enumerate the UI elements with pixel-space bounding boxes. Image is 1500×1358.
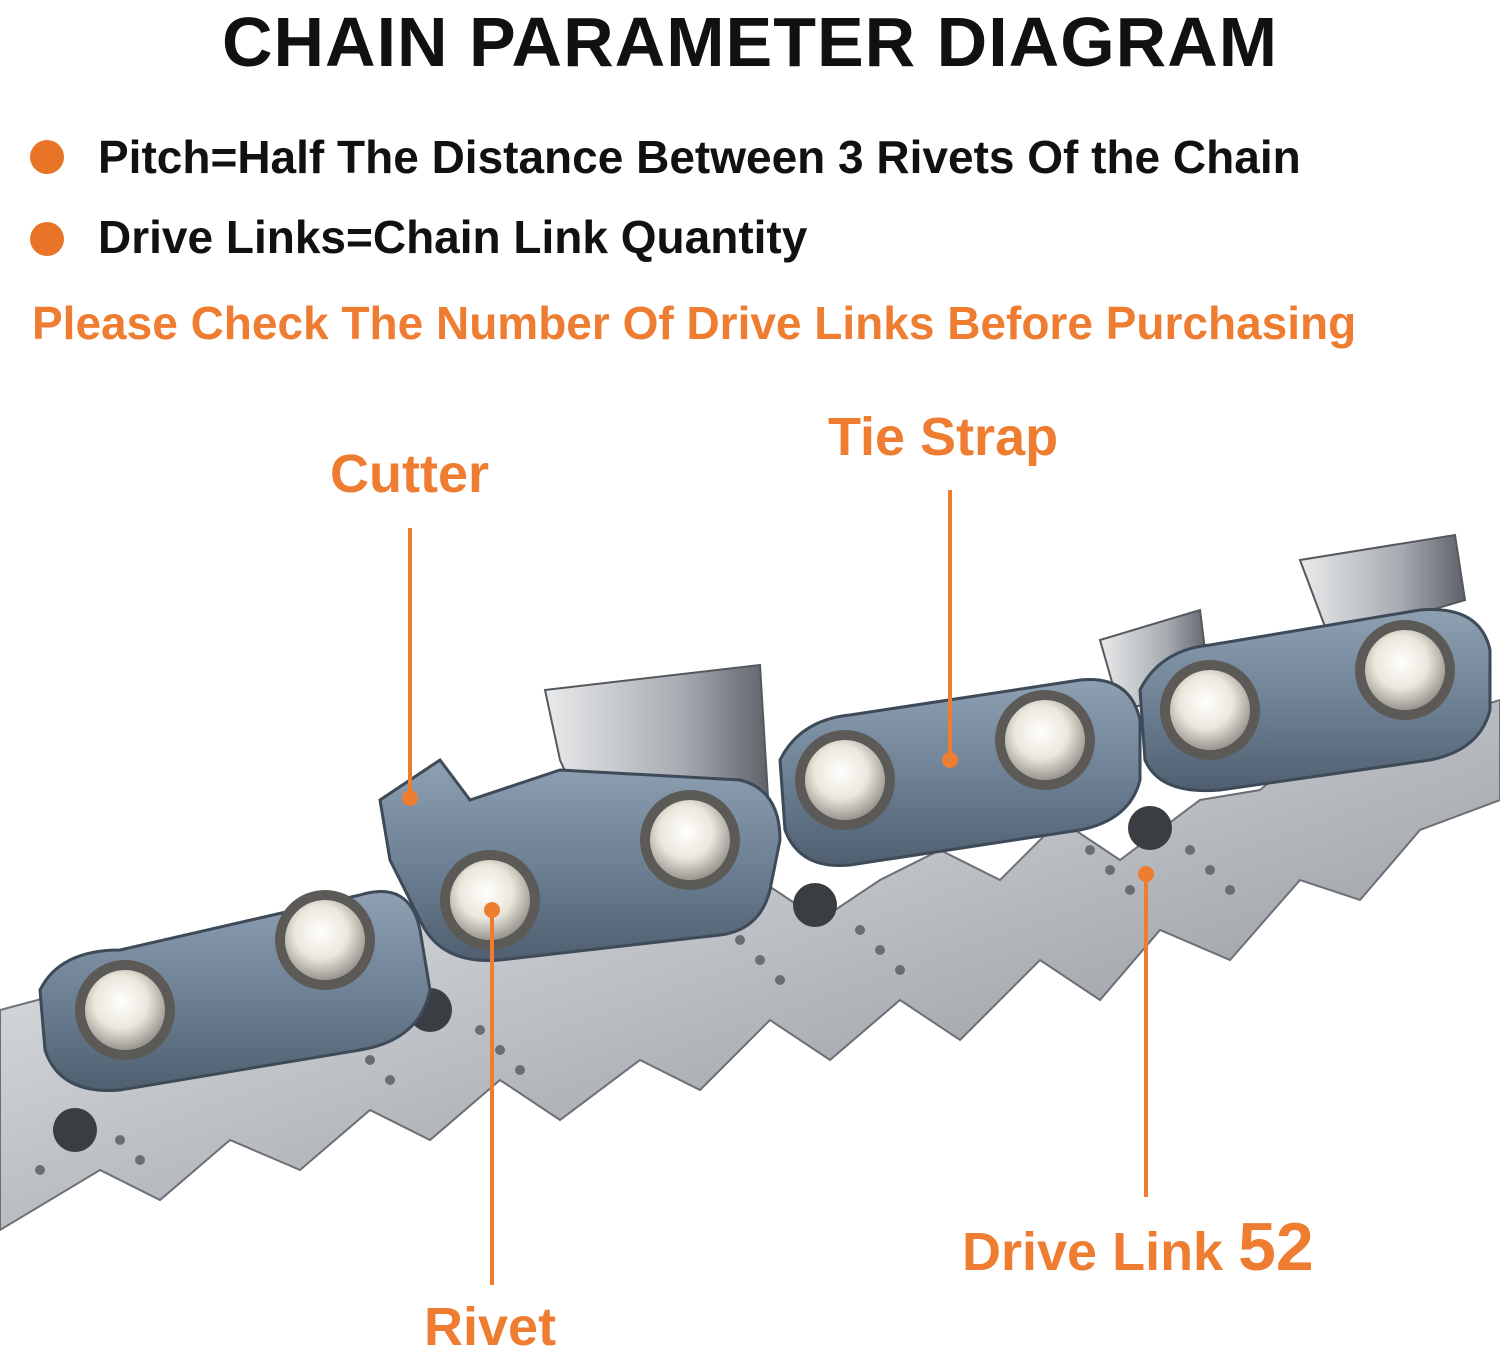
bullet-dot-icon: [30, 222, 64, 256]
rivet-head: [795, 730, 895, 830]
purchase-notice: Please Check The Number Of Drive Links B…: [32, 297, 1357, 349]
cutter-marker-dot: [402, 790, 418, 806]
rivet-head: [1160, 660, 1260, 760]
callout-lines: [402, 490, 1154, 1285]
drive-link-text: Drive Link: [962, 1222, 1224, 1282]
rivet-head: [640, 790, 740, 890]
page-title: CHAIN PARAMETER DIAGRAM: [221, 3, 1279, 81]
rivet-head: [75, 960, 175, 1060]
rivet-head: [1355, 620, 1455, 720]
label-drive-link: Drive Link 52: [962, 1208, 1314, 1286]
drive-link-dimples: [35, 845, 1235, 1175]
tie-strap-marker-dot: [942, 752, 958, 768]
drive-link-marker-dot: [1138, 866, 1154, 882]
label-tie-strap: Tie Strap: [828, 407, 1059, 467]
bullet-dot-icon: [30, 140, 64, 174]
rivet-marker-dot: [484, 902, 500, 918]
label-rivet: Rivet: [424, 1297, 557, 1357]
label-cutter: Cutter: [330, 444, 489, 504]
rivet-head: [995, 690, 1095, 790]
rivet-head: [440, 850, 540, 950]
rivet-head: [275, 890, 375, 990]
rivets: [75, 620, 1455, 1060]
bullet-drive-links-text: Drive Links=Chain Link Quantity: [98, 211, 808, 263]
bullet-pitch-text: Pitch=Half The Distance Between 3 Rivets…: [98, 131, 1301, 183]
drive-link-count: 52: [1238, 1209, 1314, 1285]
cutter-tooth: [1298, 533, 1467, 642]
